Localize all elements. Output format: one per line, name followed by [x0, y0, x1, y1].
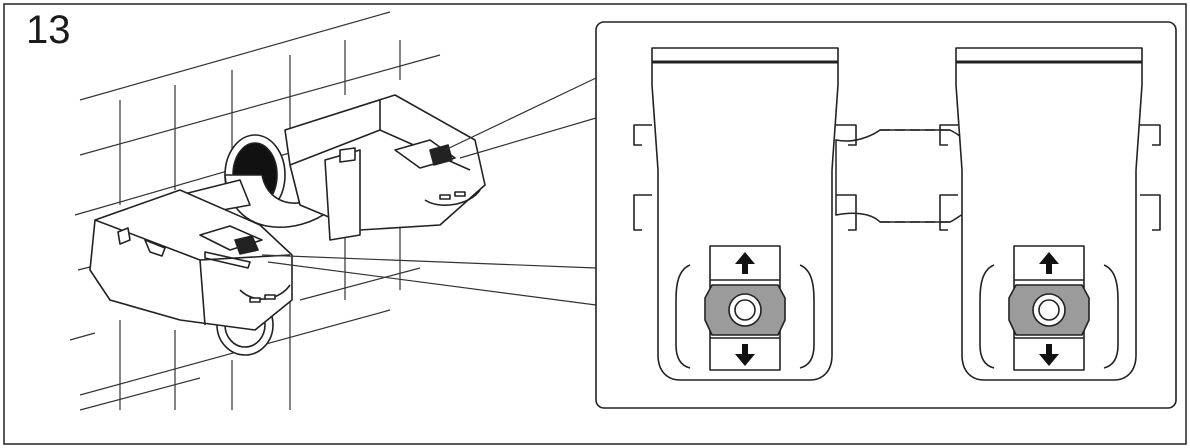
- arrow-up-icon: [1039, 252, 1059, 274]
- step-number: 13: [26, 8, 71, 52]
- arrow-down-icon: [1039, 344, 1059, 366]
- upper-pipe-clip: [224, 94, 486, 241]
- arrow-down-icon: [735, 344, 755, 366]
- outer-border: [3, 3, 1187, 445]
- zoom-callout-lines: [261, 77, 597, 306]
- arrow-up-icon: [735, 252, 755, 274]
- lower-pipe-clip: [89, 179, 293, 356]
- right-clip-detail: [939, 47, 1161, 381]
- left-clip-detail: [633, 47, 857, 381]
